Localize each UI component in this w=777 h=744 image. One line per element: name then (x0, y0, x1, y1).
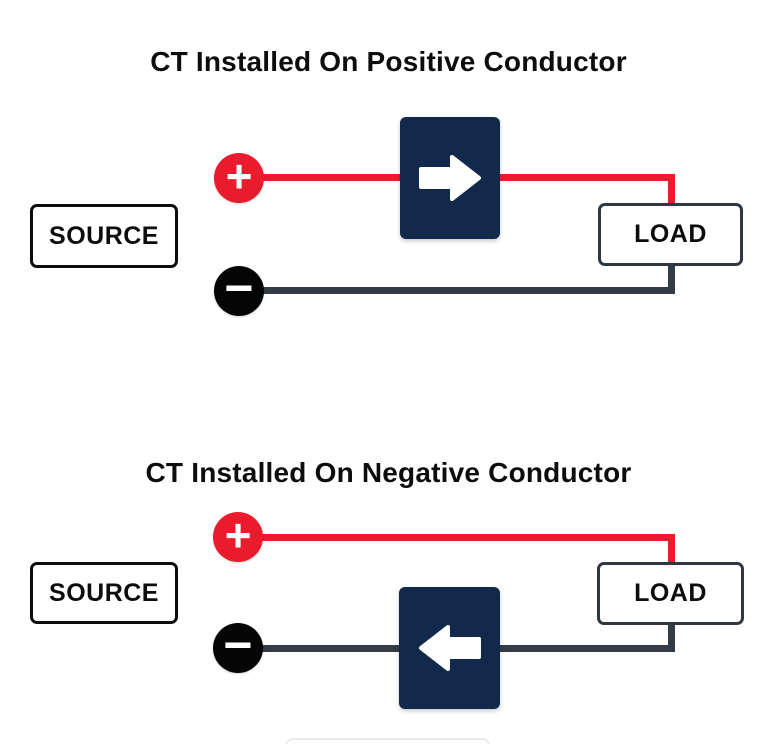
ct-sensor (400, 117, 500, 239)
load-label: LOAD (634, 579, 707, 607)
minus-icon: − (223, 617, 253, 673)
negative-wire-horizontal (239, 287, 675, 294)
positive-wire-horizontal (238, 534, 675, 541)
load-label: LOAD (634, 220, 707, 248)
minus-icon: − (224, 260, 254, 316)
negative-terminal: − (213, 617, 263, 673)
source-label: SOURCE (49, 221, 159, 250)
positive-terminal: + (214, 153, 264, 203)
load-box: LOAD (598, 203, 743, 266)
negative-conductor-diagram: CT Installed On Negative Conductor SOURC… (0, 372, 777, 744)
source-box: SOURCE (30, 204, 178, 268)
plus-icon: + (225, 150, 253, 202)
diagram-title: CT Installed On Negative Conductor (145, 457, 632, 488)
positive-terminal: + (213, 512, 263, 562)
negative-wire-vertical (668, 263, 675, 294)
positive-wire-vertical (668, 174, 675, 207)
arrow-left-icon (418, 624, 481, 672)
positive-wire-vertical (668, 534, 675, 565)
positive-conductor-diagram: CT Installed On Positive Conductor SOURC… (30, 46, 743, 316)
load-box: LOAD (597, 562, 744, 625)
negative-wire-vertical (668, 625, 675, 652)
diagram-title: CT Installed On Positive Conductor (150, 46, 627, 77)
plus-icon: + (224, 509, 252, 561)
negative-terminal: − (214, 260, 264, 316)
source-label: SOURCE (49, 578, 159, 607)
arrow-right-icon (419, 154, 481, 202)
source-box: SOURCE (30, 562, 178, 624)
ct-sensor (399, 587, 500, 709)
cutoff-box (285, 738, 490, 744)
